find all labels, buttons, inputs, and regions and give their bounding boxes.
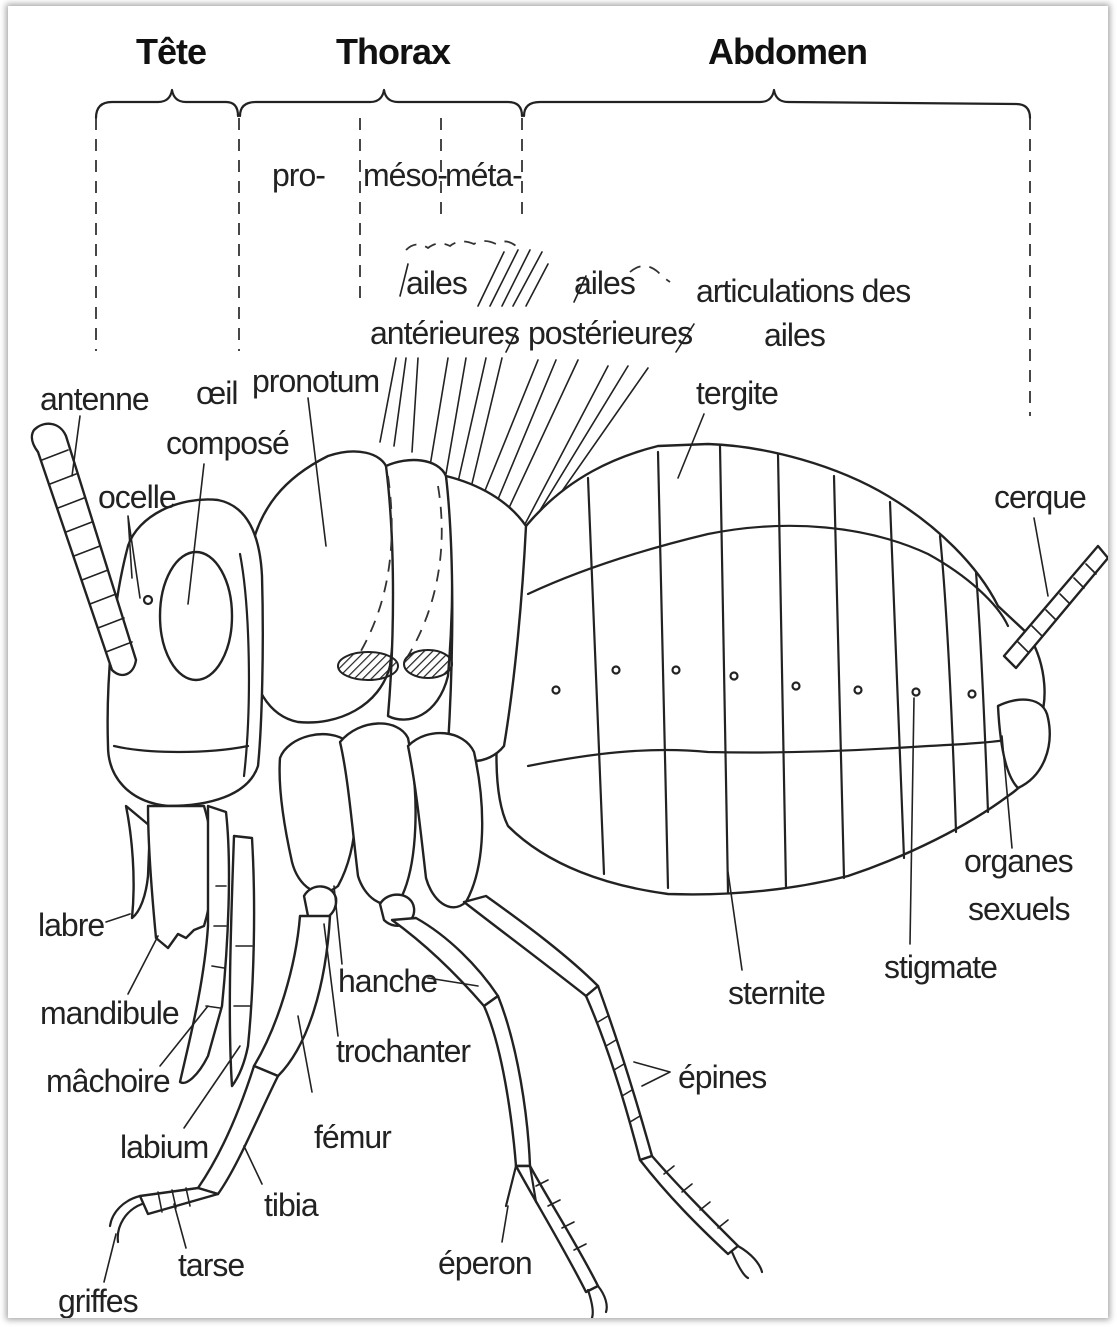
machoire-label: mâchoire xyxy=(46,1063,170,1099)
ailes-posterieures-label-1: ailes xyxy=(574,265,635,301)
wing-stroke-4 xyxy=(513,252,542,306)
wing-stroke-2 xyxy=(490,250,518,306)
front-femur xyxy=(254,916,330,1076)
labrum xyxy=(126,806,150,918)
coxa-2 xyxy=(340,723,416,904)
trochanter-1 xyxy=(304,886,336,919)
front-tarsus xyxy=(140,1188,218,1214)
organes-label-2: sexuels xyxy=(968,891,1070,927)
organes-label-1: organes xyxy=(964,843,1073,879)
section-tete-label: Tête xyxy=(136,31,206,72)
front-claws xyxy=(110,1196,142,1242)
mandibule-label: mandibule xyxy=(40,995,179,1031)
cerque-label: cerque xyxy=(994,479,1086,515)
wing-stroke-3 xyxy=(502,250,530,306)
articulations-label-2: ailes xyxy=(764,317,825,353)
compound-eye xyxy=(160,552,232,680)
section-abdomen-label: Abdomen xyxy=(708,31,867,72)
middle-tibia xyxy=(484,996,530,1166)
pronotum-label: pronotum xyxy=(252,363,379,399)
eperon-label: éperon xyxy=(438,1245,532,1281)
hanche-label: hanche xyxy=(338,963,437,999)
abdomen-outline xyxy=(496,444,1044,894)
ailes-anterieures-label-2: antérieures xyxy=(370,315,519,351)
sternite-label: sternite xyxy=(728,975,825,1011)
stigmate-label: stigmate xyxy=(884,949,997,985)
pronotum-shape xyxy=(248,451,396,722)
griffes-label: griffes xyxy=(58,1283,138,1318)
antenne-label: antenne xyxy=(40,381,149,417)
wing-rudiment-1 xyxy=(406,241,516,250)
ailes-anterieures-label-1: ailes xyxy=(406,265,467,301)
wing-stroke-5 xyxy=(526,264,548,306)
tibia-label: tibia xyxy=(264,1187,319,1223)
pro-label: pro- xyxy=(272,157,325,193)
front-tibia xyxy=(198,1066,278,1194)
wing-joint-front xyxy=(338,652,398,680)
femur-label: fémur xyxy=(314,1119,392,1155)
hind-tarsus xyxy=(640,1156,738,1254)
thorax xyxy=(248,451,526,925)
epines-label: épines xyxy=(678,1059,766,1095)
abdomen-brace xyxy=(524,90,1030,118)
articulations-label-1: articulations des xyxy=(696,273,910,309)
wing-joint-hind xyxy=(404,650,452,678)
ailes-posterieures-label-2: postérieures xyxy=(528,315,692,351)
coxa-3 xyxy=(408,733,482,907)
insect-anatomy-diagram: Tête Thorax Abdomen pro- méso- méta- ail… xyxy=(8,6,1108,1318)
antenna xyxy=(32,424,136,675)
tete-brace xyxy=(96,90,238,118)
thorax-brace xyxy=(240,90,522,116)
cercus xyxy=(1004,546,1108,668)
labre-label: labre xyxy=(38,907,104,943)
section-thorax-label: Thorax xyxy=(336,31,451,72)
wing-rudiment-2 xyxy=(630,266,670,282)
oeil-label-1: œil xyxy=(196,375,237,411)
meta-label: méta- xyxy=(445,157,522,193)
diagram-frame: Tête Thorax Abdomen pro- méso- méta- ail… xyxy=(8,6,1108,1318)
hind-tibia xyxy=(586,986,652,1160)
mesothorax-shape xyxy=(386,460,452,720)
labium-label: labium xyxy=(120,1129,208,1165)
meso-label: méso- xyxy=(363,157,447,193)
tergite-label: tergite xyxy=(696,375,778,411)
tarse-label: tarse xyxy=(178,1247,244,1283)
ocelle-label: ocelle xyxy=(98,479,176,515)
labium xyxy=(230,836,254,1086)
mandible xyxy=(148,806,213,948)
abdomen xyxy=(496,444,1049,894)
wing-stroke-1 xyxy=(478,252,504,306)
oeil-label-2: composé xyxy=(166,425,289,461)
trochanter-label: trochanter xyxy=(336,1033,471,1069)
